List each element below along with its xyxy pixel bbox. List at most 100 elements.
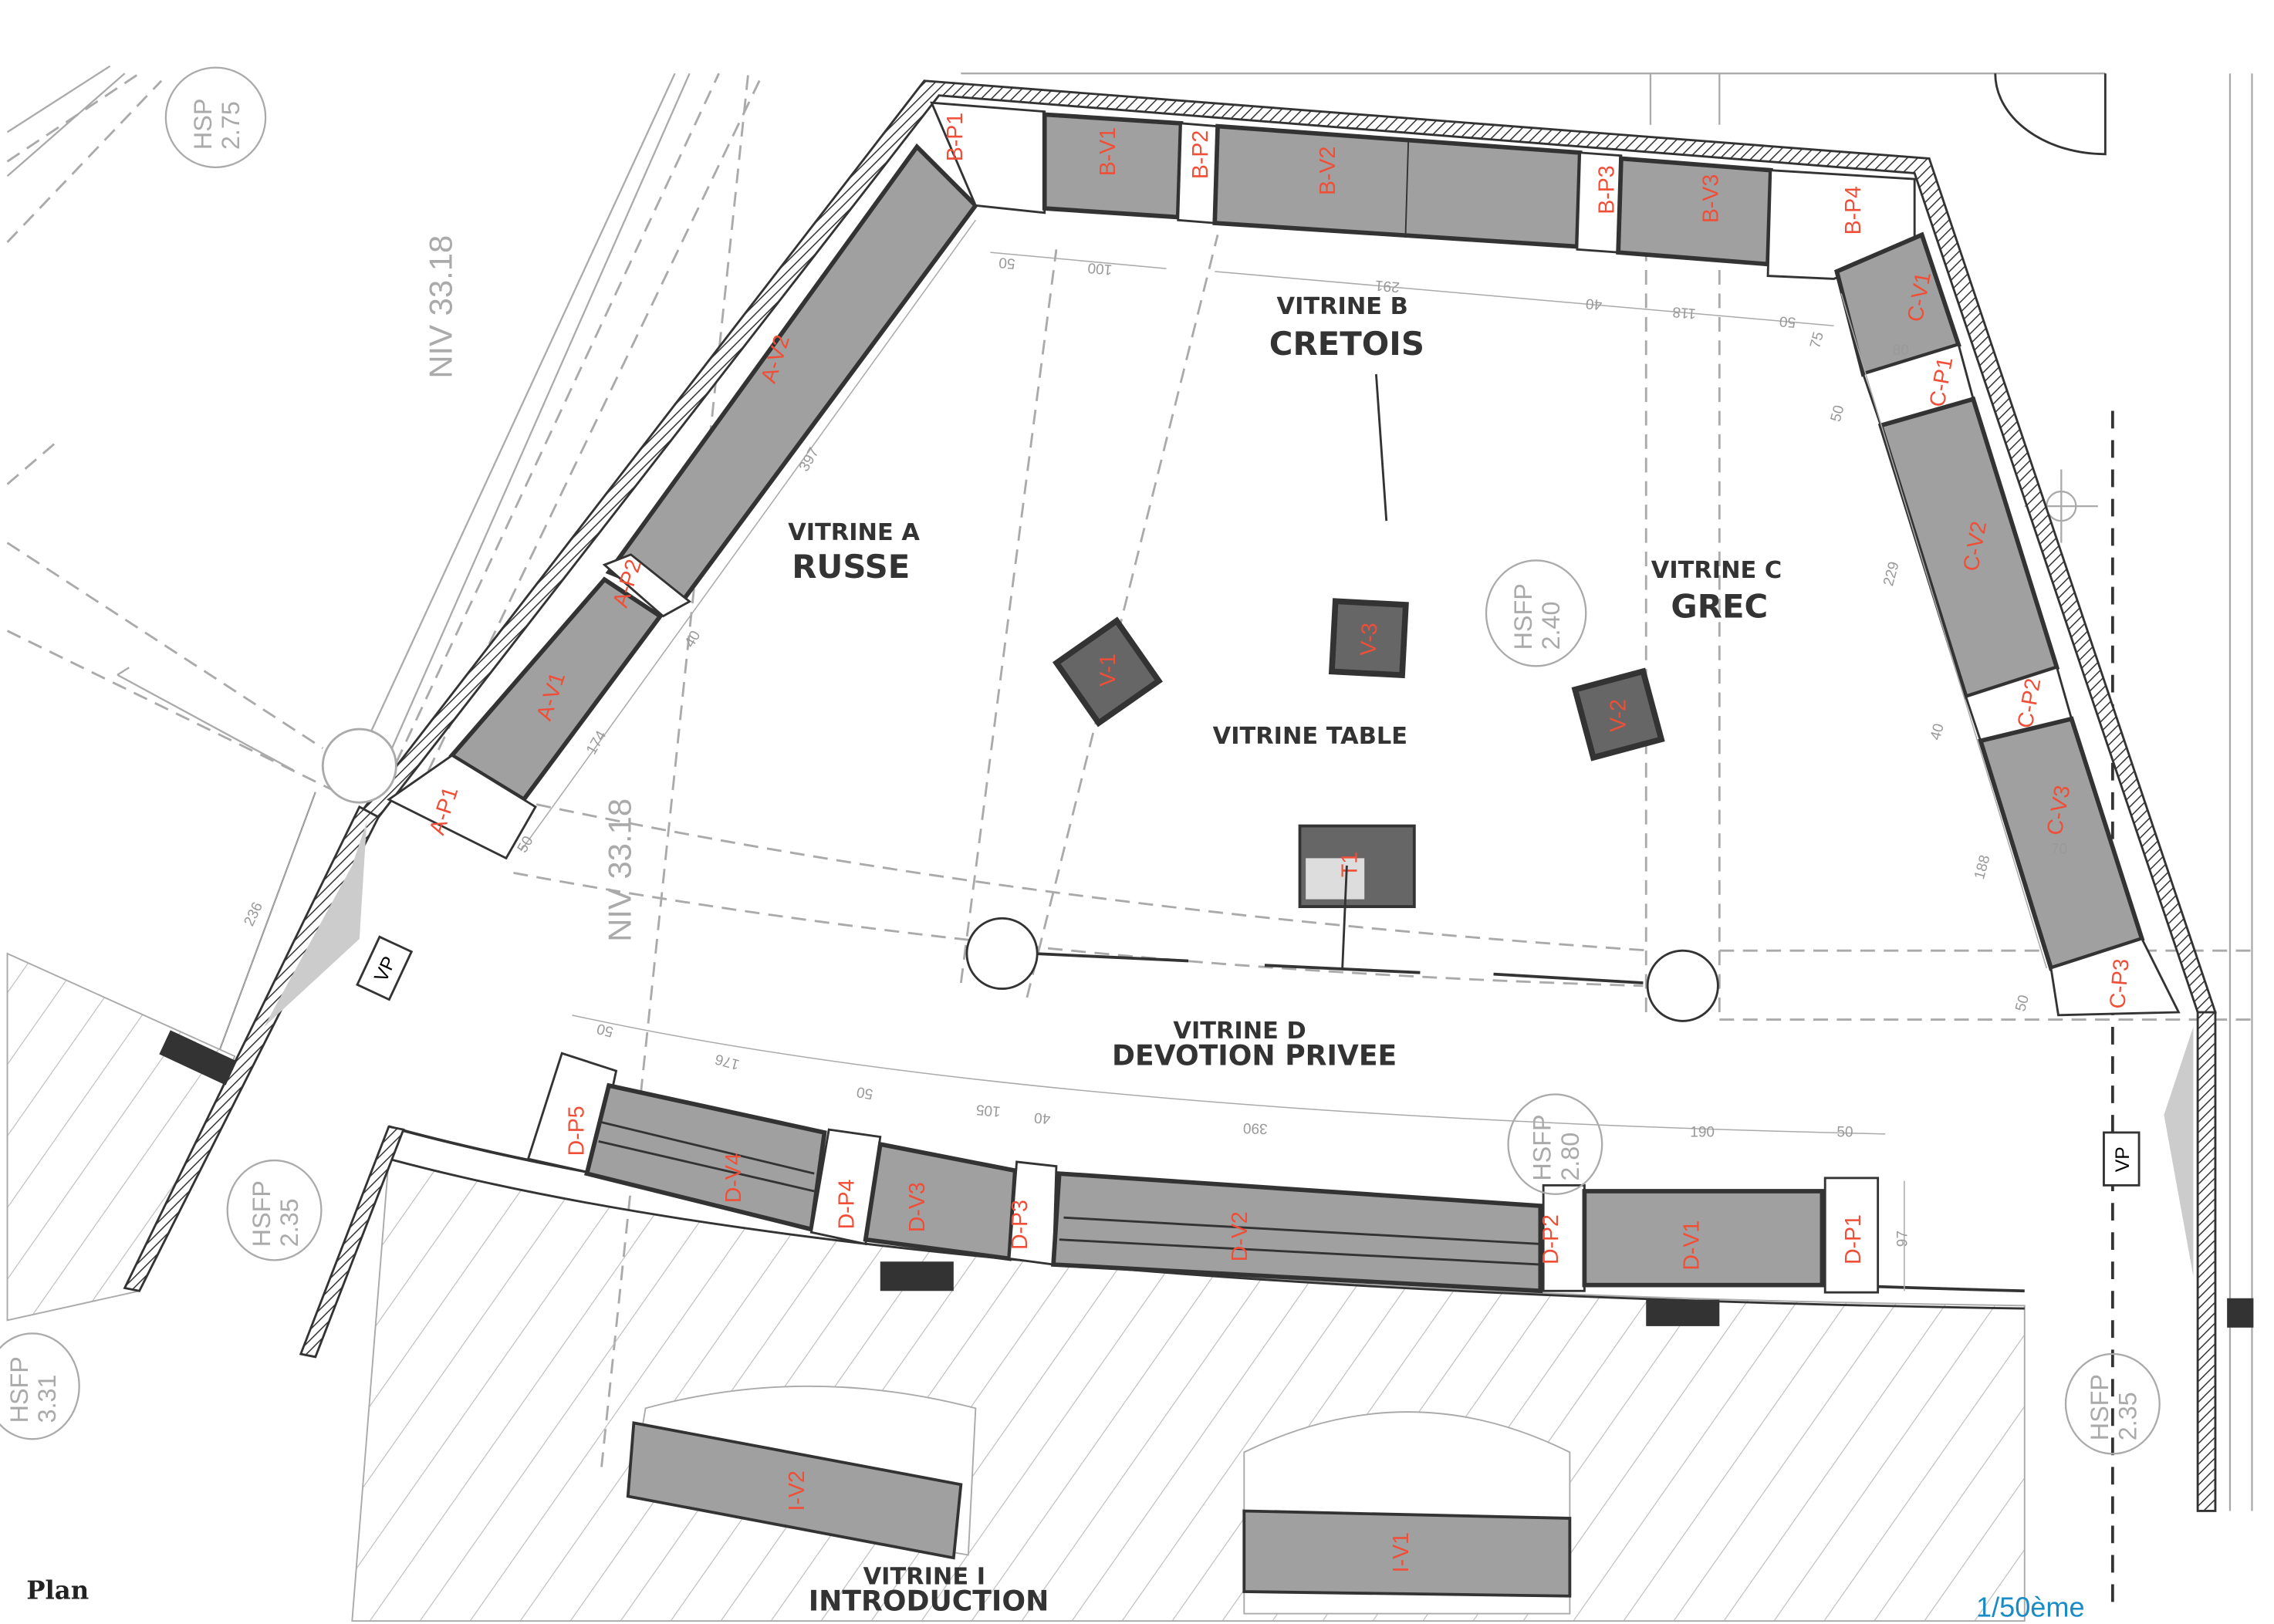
case-i-v1[interactable] (1242, 1509, 1572, 1598)
vitrine-c-title: VITRINE C (1651, 557, 1782, 584)
vp-marker: VP (2103, 1131, 2141, 1187)
column (965, 917, 1039, 991)
case-i-v2[interactable] (626, 1421, 963, 1560)
vitrine-i[interactable]: I-V2 I-V1 (626, 1421, 1572, 1598)
plan-label: Plan (26, 1576, 89, 1605)
dimension-lines: 50 100 397 40 174 50 236 291 40 118 50 7… (219, 219, 2067, 1291)
svg-text:50: 50 (595, 1020, 615, 1040)
vp-marker: VP (356, 935, 414, 1001)
column (1646, 949, 1719, 1022)
vitrine-d[interactable]: D-P5 D-V4 D-P4 D-V3 D-P3 D-V2 D-P2 D-V1 … (526, 1052, 1880, 1294)
svg-text:2.35: 2.35 (275, 1198, 303, 1247)
case-t1[interactable]: T1 (1298, 824, 1416, 909)
svg-text:2.75: 2.75 (217, 101, 245, 150)
vitrine-table-group[interactable]: V-1 V-3 V-2 T1 (1052, 598, 1665, 969)
label-b-p1: B-P1 (943, 113, 968, 161)
case-d-v1[interactable] (1582, 1189, 1825, 1288)
vitrine-table-title: VITRINE TABLE (1213, 723, 1407, 750)
vitrine-a-name: RUSSE (792, 548, 910, 586)
post-b-p1[interactable] (930, 101, 1046, 214)
vitrine-a[interactable]: A-V2 A-V1 A-P2 A-P1 (387, 143, 979, 860)
context-linework (6, 65, 2259, 1614)
svg-text:HSFP: HSFP (2086, 1374, 2114, 1440)
label-b-v3: B-V3 (1698, 174, 1723, 223)
hsfp-bubble: HSFP 2.35 (226, 1159, 323, 1261)
label-d-p3: D-P3 (1008, 1200, 1032, 1250)
column (321, 728, 397, 804)
label-v2: V-2 (1607, 699, 1631, 732)
svg-text:HSFP: HSFP (1509, 583, 1537, 650)
svg-text:70: 70 (2051, 842, 2067, 858)
section-titles: VITRINE A RUSSE VITRINE B CRETOIS VITRIN… (788, 293, 1782, 1618)
post-d-p4[interactable] (809, 1128, 882, 1246)
label-v1: V-1 (1096, 653, 1120, 687)
vitrine-d-name: DEVOTION PRIVEE (1112, 1038, 1397, 1072)
scale-label: 1/50ème (1976, 1591, 2085, 1622)
svg-text:75: 75 (1807, 330, 1827, 350)
label-v3: V-3 (1356, 622, 1382, 656)
svg-text:50: 50 (2012, 993, 2032, 1013)
label-i-v1: I-V1 (1389, 1532, 1414, 1572)
vitrine-c[interactable]: C-V1 C-P1 C-V2 C-P2 C-V3 C-P3 (1834, 231, 2181, 1017)
label-b-p4: B-P4 (1841, 186, 1866, 235)
label-d-v4: D-V4 (721, 1153, 746, 1203)
svg-text:40: 40 (1033, 1109, 1051, 1126)
level-label: NIV 33.18 (423, 235, 459, 379)
label-d-p2: D-P2 (1539, 1214, 1563, 1264)
label-d-p1: D-P1 (1841, 1214, 1866, 1264)
post-c-p3[interactable] (2049, 937, 2181, 1017)
case-b-v2[interactable] (1212, 123, 1583, 249)
svg-text:229: 229 (1880, 560, 1902, 588)
hsp-bubble: HSP 2.75 (164, 66, 267, 169)
case-v2[interactable]: V-2 (1571, 667, 1665, 761)
svg-text:2.35: 2.35 (2114, 1392, 2141, 1440)
svg-text:HSFP: HSFP (5, 1356, 33, 1423)
vitrine-c-name: GREC (1671, 588, 1768, 626)
svg-text:3.31: 3.31 (33, 1374, 61, 1423)
svg-text:HSP: HSP (189, 99, 217, 150)
label-i-v2: I-V2 (785, 1470, 809, 1511)
svg-text:97: 97 (1895, 1231, 1911, 1247)
vitrine-i-name: INTRODUCTION (809, 1585, 1049, 1618)
svg-text:100: 100 (1087, 259, 1113, 278)
svg-text:190: 190 (1690, 1125, 1715, 1141)
hsfp-bubble: HSFP 2.40 (1485, 559, 1587, 667)
svg-text:188: 188 (1972, 853, 1993, 881)
label-d-p4: D-P4 (835, 1179, 860, 1229)
svg-text:397: 397 (796, 445, 823, 474)
hsfp-bubble: HSFP 3.31 (0, 1332, 80, 1440)
hsfp-bubble: HSFP 2.35 (2064, 1352, 2161, 1455)
label-t1: T1 (1338, 852, 1363, 877)
svg-text:40: 40 (1928, 722, 1948, 742)
svg-text:291: 291 (1374, 277, 1400, 295)
vitrine-a-title: VITRINE A (788, 519, 920, 546)
svg-text:50: 50 (1836, 1125, 1853, 1141)
case-d-v4[interactable] (584, 1082, 827, 1232)
post-a-p2[interactable] (602, 553, 692, 618)
label-b-p3: B-P3 (1594, 165, 1619, 214)
case-d-v3[interactable] (863, 1141, 1018, 1261)
svg-text:50: 50 (998, 254, 1016, 272)
svg-text:50: 50 (1828, 403, 1848, 424)
case-v3[interactable]: V-3 (1328, 598, 1409, 679)
label-b-v1: B-V1 (1096, 127, 1120, 176)
perimeter-walls (123, 79, 2217, 1292)
label-d-v1: D-V1 (1680, 1221, 1705, 1271)
svg-text:2.80: 2.80 (1556, 1133, 1584, 1181)
case-b-v3[interactable] (1616, 156, 1773, 267)
svg-text:390: 390 (1243, 1119, 1268, 1136)
vitrine-i-title: VITRINE I (863, 1564, 985, 1591)
case-v1[interactable]: V-1 (1052, 616, 1163, 728)
label-d-p5: D-P5 (565, 1106, 590, 1156)
case-d-v2[interactable] (1051, 1171, 1543, 1294)
svg-text:176: 176 (714, 1051, 742, 1072)
post-d-p1[interactable] (1823, 1177, 1880, 1294)
label-b-p2: B-P2 (1188, 130, 1213, 179)
svg-text:HSFP: HSFP (248, 1180, 275, 1247)
svg-text:105: 105 (975, 1101, 1001, 1119)
svg-text:50: 50 (856, 1083, 874, 1102)
hsfp-bubble: HSFP 2.80 (1507, 1093, 1603, 1195)
post-a-p1[interactable] (387, 754, 537, 860)
label-d-v3: D-V3 (905, 1182, 930, 1232)
